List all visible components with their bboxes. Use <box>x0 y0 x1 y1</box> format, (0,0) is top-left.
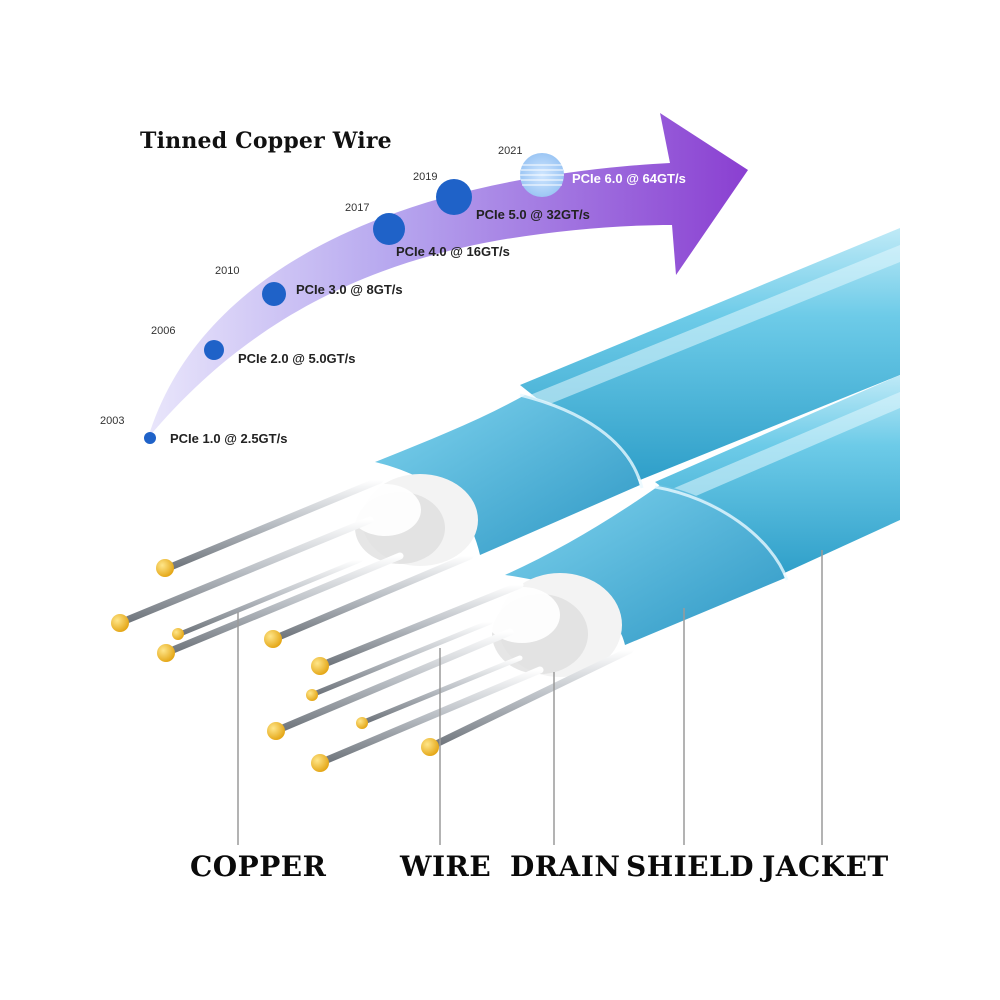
year-2021: 2021 <box>498 145 523 157</box>
lower-shield <box>505 485 785 645</box>
year-2017: 2017 <box>345 202 370 214</box>
label-pcie-6: PCIe 6.0 @ 64GT/s <box>572 171 686 186</box>
year-2003: 2003 <box>100 415 125 427</box>
milestone-dot-2003 <box>144 432 156 444</box>
diagram-title: Tinned Copper Wire <box>140 128 392 154</box>
milestone-dot-2019 <box>436 179 472 215</box>
timeline-arrow <box>148 113 748 438</box>
part-label-copper: COPPER <box>190 850 327 883</box>
lower-cable <box>484 375 900 677</box>
label-pcie-3: PCIe 3.0 @ 8GT/s <box>296 282 403 297</box>
part-label-wire: WIRE <box>400 850 492 883</box>
leader-lines <box>237 550 823 845</box>
label-pcie-4: PCIe 4.0 @ 16GT/s <box>396 244 510 259</box>
lower-wires <box>267 581 634 772</box>
upper-shield <box>375 395 640 555</box>
upper-wires <box>111 476 474 662</box>
milestone-dot-2006 <box>204 340 224 360</box>
label-pcie-5: PCIe 5.0 @ 32GT/s <box>476 207 590 222</box>
year-2019: 2019 <box>413 171 438 183</box>
upper-cable <box>349 228 900 566</box>
milestone-dot-2017 <box>373 213 405 245</box>
part-label-shield: SHIELD <box>626 850 755 883</box>
part-label-jacket: JACKET <box>762 850 889 883</box>
part-label-drain: DRAIN <box>510 850 621 883</box>
milestone-dot-2010 <box>262 282 286 306</box>
milestone-dot-2021-stripes <box>520 164 564 186</box>
year-2010: 2010 <box>215 265 240 277</box>
year-2006: 2006 <box>151 325 176 337</box>
label-pcie-2: PCIe 2.0 @ 5.0GT/s <box>238 351 356 366</box>
label-pcie-1: PCIe 1.0 @ 2.5GT/s <box>170 431 288 446</box>
